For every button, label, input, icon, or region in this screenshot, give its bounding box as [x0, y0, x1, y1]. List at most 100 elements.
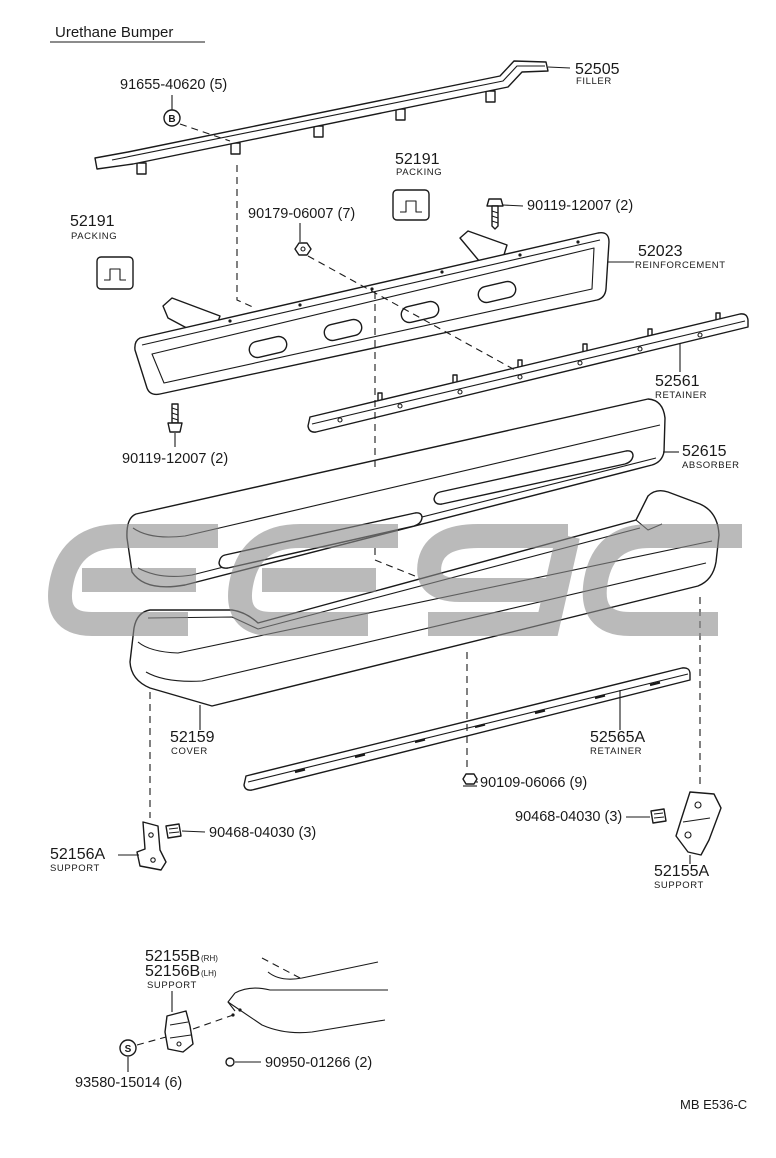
- screw-s-part-number: 93580-15014 (6): [75, 1075, 182, 1091]
- leader-bolt-upper: [502, 204, 524, 207]
- diagram-title: Urethane Bumper: [50, 24, 205, 43]
- reinforcement-bolt-hole: [576, 240, 580, 244]
- bolt-thread: [491, 210, 499, 224]
- support-right-part-name: SUPPORT: [654, 880, 704, 891]
- leader-filler: [547, 66, 571, 69]
- watermark-glyph: [228, 524, 398, 636]
- nut-right-clip: [650, 808, 667, 824]
- detail-bumper-upper-edge: [267, 961, 379, 980]
- assembly-dashed-lines: [136, 123, 701, 1046]
- support-detail-rh-part-number: 52155B: [145, 948, 200, 965]
- filler-part-name: FILLER: [576, 76, 612, 87]
- packing-left-part: [96, 256, 134, 290]
- filler-strip: [94, 60, 549, 170]
- support-right-bracket: [675, 791, 722, 856]
- support-hole: [684, 831, 692, 839]
- support-left-part: [136, 821, 182, 871]
- nut-hex: [294, 242, 312, 256]
- retainer-hole: [457, 389, 463, 395]
- support-hole: [694, 801, 702, 809]
- retainer-hole: [337, 417, 343, 423]
- nut-left-part-number: 90468-04030 (3): [209, 825, 316, 841]
- reinforcement-part: [134, 230, 610, 396]
- bolt-retainer-part-number: 90109-06066 (9): [480, 775, 587, 791]
- watermark-logo: [48, 524, 742, 636]
- nut-right-part-number: 90468-04030 (3): [515, 809, 622, 825]
- cover-part-number: 52159: [170, 729, 215, 746]
- cover-band-upper: [137, 540, 713, 654]
- nut-clip-lines: [653, 812, 665, 819]
- filler-edge-line: [111, 65, 545, 161]
- detail-support-ribs: [169, 1021, 192, 1039]
- support-hole: [150, 857, 156, 863]
- reinforcement-inner-panel: [151, 247, 595, 384]
- reinforcement-bolt-hole: [228, 319, 232, 323]
- dashed-line: [236, 165, 256, 309]
- reinforcement-hole: [323, 318, 363, 342]
- retainer-upper-part-number: 52561: [655, 373, 700, 390]
- retainer-lower-part-name: RETAINER: [590, 746, 642, 757]
- retainer-upper-line: [311, 320, 746, 425]
- absorber-part-number: 52615: [682, 443, 727, 460]
- support-left-part-number: 52156A: [50, 846, 105, 863]
- filler-part: [94, 60, 549, 175]
- detail-screw-head: [225, 1057, 235, 1067]
- nut-upper-part-number: 90179-06007 (7): [248, 206, 355, 222]
- packing-upper-part-name: PACKING: [396, 167, 442, 178]
- retainer-hole: [697, 332, 703, 338]
- support-detail-lh-side: (LH): [201, 969, 217, 978]
- reinforcement-bolt-hole: [370, 287, 374, 291]
- screw-b-part-number: 91655-40620 (5): [120, 77, 227, 93]
- packing-left-part-name: PACKING: [71, 231, 117, 242]
- retainer-hole: [397, 403, 403, 409]
- retainer-upper-part: [307, 312, 749, 433]
- retainer-upper-part-name: RETAINER: [655, 390, 707, 401]
- detail-support-hole: [176, 1041, 182, 1047]
- watermark-glyph: [48, 524, 218, 636]
- packing-left-part-number: 52191: [70, 213, 115, 230]
- reinforcement-bolt-hole: [518, 253, 522, 257]
- reinforcement-hole: [400, 300, 440, 324]
- nut-hole: [300, 246, 306, 252]
- drawing-reference-code: MB E536-C: [680, 1097, 747, 1112]
- bolt-upper-part: [486, 198, 504, 230]
- retainer-hole: [637, 346, 643, 352]
- bolt-upper-part-number: 90119-12007 (2): [527, 198, 633, 214]
- reinforcement-top-lip: [141, 239, 601, 346]
- support-detail-rh-side: (RH): [201, 954, 218, 963]
- detail-hole: [238, 1008, 242, 1012]
- packing-upper-pad: [392, 189, 430, 221]
- nut-left-clip: [165, 823, 182, 839]
- bolt-thread: [171, 407, 179, 421]
- support-hole: [148, 832, 154, 838]
- reinforcement-hole: [477, 280, 517, 304]
- packing-step-icon: [400, 200, 422, 213]
- dashed-line: [261, 957, 301, 979]
- dashed-line: [307, 255, 516, 371]
- bolt-head: [167, 422, 183, 433]
- bolt-retainer-part: [462, 773, 478, 787]
- retainer-hole: [517, 374, 523, 380]
- filler-tab: [395, 108, 406, 121]
- support-left-bracket: [136, 821, 167, 871]
- watermark-glyph: [417, 524, 580, 636]
- bolt-lower-part: [167, 403, 183, 433]
- screw-b-letter: B: [168, 114, 175, 125]
- callout-labels: 52505 FILLER 91655-40620 (5) 52191 PACKI…: [50, 61, 747, 1112]
- absorber-upper-slot: [433, 450, 634, 505]
- filler-part-number: 52505: [575, 61, 620, 78]
- detail-bumper-corner: [227, 1001, 236, 1012]
- dashed-line: [374, 548, 421, 579]
- leader-lines: [118, 66, 691, 1072]
- support-right-part-number: 52155A: [654, 863, 709, 880]
- packing-step-icon: [104, 268, 126, 281]
- filler-tab: [136, 162, 147, 175]
- packing-upper-part-number: 52191: [395, 151, 440, 168]
- retainer-lower-line: [247, 673, 689, 783]
- reinforcement-bolt-hole: [440, 270, 444, 274]
- filler-tab: [230, 142, 241, 155]
- dashed-line: [136, 1036, 167, 1046]
- retainer-hole: [577, 360, 583, 366]
- support-right-part: [650, 791, 722, 856]
